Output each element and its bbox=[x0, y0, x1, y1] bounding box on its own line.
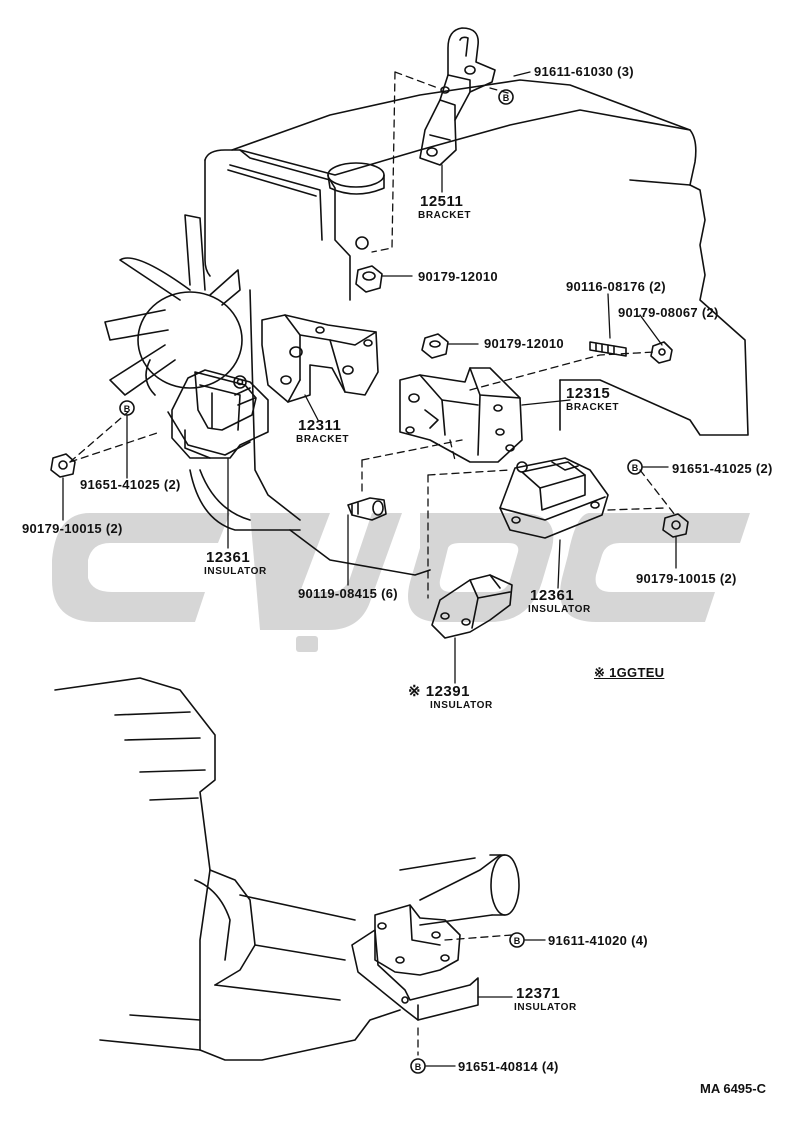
part-number-90179-10015-right: 90179-10015 (2) bbox=[636, 571, 737, 586]
transmission-outline bbox=[54, 677, 520, 1061]
part-number-12361-right: 12361 bbox=[530, 587, 575, 604]
svg-text:B: B bbox=[632, 463, 639, 473]
part-number-90179-12010-lower: 90179-12010 bbox=[484, 336, 564, 351]
part-name-12361-left: INSULATOR bbox=[204, 566, 267, 577]
part-name-12315: BRACKET bbox=[566, 402, 620, 413]
part-number-12391: ※ 12391 bbox=[408, 683, 470, 700]
nut-icon bbox=[355, 265, 383, 293]
nut-icon bbox=[421, 333, 449, 359]
bolt-b-icon: B bbox=[509, 932, 525, 948]
stud-icon bbox=[347, 497, 387, 521]
nut-icon bbox=[50, 453, 76, 478]
part-number-12511: 12511 bbox=[420, 193, 464, 210]
insulator-12371 bbox=[351, 904, 479, 1021]
part-number-90116-08176: 90116-08176 (2) bbox=[566, 279, 666, 294]
insulator-12361-left bbox=[167, 369, 269, 459]
part-number-91611-41020: 91611-41020 (4) bbox=[548, 933, 648, 948]
bolt-b-icon: B bbox=[119, 400, 135, 416]
part-number-91651-41025-right: 91651-41025 (2) bbox=[672, 461, 773, 476]
part-name-12311: BRACKET bbox=[296, 434, 350, 445]
bolt-b-icon: B bbox=[627, 459, 643, 475]
insulator-12361-right bbox=[499, 457, 609, 539]
engine-outline bbox=[189, 79, 749, 576]
part-number-90179-12010-upper: 90179-12010 bbox=[418, 269, 498, 284]
part-number-12315: 12315 bbox=[566, 385, 611, 402]
nut-icon bbox=[650, 341, 673, 364]
part-number-12361-left: 12361 bbox=[206, 549, 251, 566]
part-name-12371: INSULATOR bbox=[514, 1002, 577, 1013]
dashed-guides bbox=[69, 71, 676, 1056]
nut-icon bbox=[662, 513, 689, 538]
part-name-12391: INSULATOR bbox=[430, 700, 493, 711]
fan-icon bbox=[104, 214, 243, 396]
svg-text:B: B bbox=[514, 936, 521, 946]
svg-text:B: B bbox=[503, 93, 510, 103]
part-number-12371: 12371 bbox=[516, 985, 561, 1002]
svg-text:B: B bbox=[415, 1062, 422, 1072]
part-number-90179-10015-left: 90179-10015 (2) bbox=[22, 521, 123, 536]
insulator-12391 bbox=[431, 574, 513, 639]
bracket-12311 bbox=[261, 314, 379, 403]
bolt-b-icon: B bbox=[498, 89, 514, 105]
diagram-reference-code: MA 6495-C bbox=[700, 1081, 766, 1096]
bracket-12315 bbox=[399, 367, 523, 463]
watermark-logo bbox=[52, 513, 750, 652]
leader-lines bbox=[62, 71, 677, 1067]
part-number-91651-41025-left: 91651-41025 (2) bbox=[80, 477, 181, 492]
part-number-91651-40814: 91651-40814 (4) bbox=[458, 1059, 559, 1074]
part-number-90179-08067: 90179-08067 (2) bbox=[618, 305, 719, 320]
bolt-b-icon: B bbox=[410, 1058, 426, 1074]
fasteners: B B B B B bbox=[50, 89, 689, 1074]
stud-icon bbox=[589, 341, 627, 357]
part-name-12511: BRACKET bbox=[418, 210, 472, 221]
part-number-90119-08415: 90119-08415 (6) bbox=[298, 586, 398, 601]
part-name-12361-right: INSULATOR bbox=[528, 604, 591, 615]
bracket-12511 bbox=[419, 27, 496, 166]
part-number-91611-61030: 91611-61030 (3) bbox=[534, 64, 634, 79]
engine-variant-note: ※ 1GGTEU bbox=[594, 665, 665, 680]
svg-text:B: B bbox=[124, 404, 131, 414]
part-number-12311: 12311 bbox=[298, 417, 342, 434]
